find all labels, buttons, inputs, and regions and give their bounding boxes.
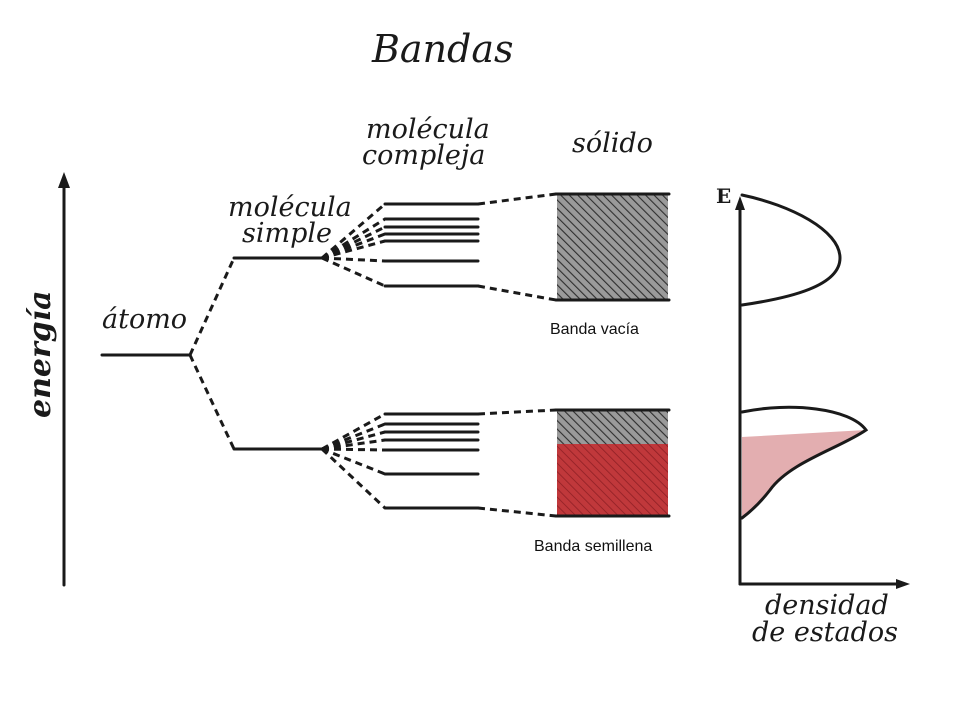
half-filled-band-label: Banda semillena: [534, 538, 652, 555]
energy-axis: [58, 172, 70, 587]
atom-label: átomo: [102, 304, 187, 335]
upper-fan-dashes: [321, 202, 386, 288]
simple-molecule-label-line1: molécula: [228, 192, 352, 223]
complex-molecule-label-line2: compleja: [362, 140, 485, 171]
half-filled-band: [554, 408, 671, 518]
energy-axis-label: energía: [23, 290, 58, 418]
dos-axes: [735, 196, 910, 589]
diagram-title: Bandas: [371, 27, 514, 71]
empty-band: [554, 192, 671, 302]
dos-upper-curve: [740, 193, 842, 307]
solid-label: sólido: [572, 128, 653, 159]
dos-axis-label-line1: densidad: [765, 590, 889, 621]
complex-molecule-label-line1: molécula: [366, 114, 490, 145]
dos-axis-label-line2: de estados: [752, 617, 898, 648]
solid-connector-dashes: [477, 192, 557, 518]
lower-fan-dashes: [320, 412, 387, 510]
dos-filled-region: [742, 430, 866, 518]
complex-molecule-lower-levels: [383, 412, 480, 510]
atom-split-dashes: [188, 257, 236, 450]
filled-portion: [557, 444, 668, 516]
dos-energy-axis-label: E: [716, 184, 731, 208]
dos-lower-curve: [740, 405, 869, 520]
empty-band-label: Banda vacía: [550, 321, 639, 338]
simple-molecule-label-line2: simple: [242, 218, 332, 249]
complex-molecule-upper-levels: [383, 202, 480, 288]
